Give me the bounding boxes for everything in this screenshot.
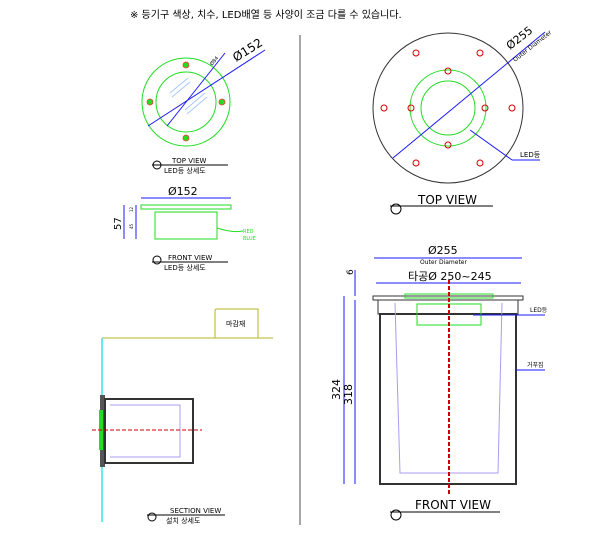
dim-caption: Outer Diameter xyxy=(420,259,467,266)
dim-text: Ø152 xyxy=(168,185,198,198)
view-subtitle: LED등 상세도 xyxy=(164,166,206,175)
led-label: LED등 xyxy=(530,307,548,314)
view-subtitle: LED등 상세도 xyxy=(164,263,206,272)
view-title: FRONT VIEW xyxy=(168,254,212,262)
dim-text: Ø84 xyxy=(208,55,220,67)
dim-text: 12 xyxy=(129,206,134,212)
view-title: SECTION VIEW xyxy=(170,507,221,515)
led-label: LED등 xyxy=(520,151,541,159)
view-subtitle: 설치 상세도 xyxy=(166,516,201,525)
dim-text: 318 xyxy=(342,384,355,405)
top-view-large: Ø255 Outer Diameter LED등 TOP VIEW xyxy=(372,24,554,215)
top-view-small: Ø152 Ø84 TOP VIEW LED등 상세도 xyxy=(141,36,266,175)
dim-text: 324 xyxy=(330,379,343,400)
note-text: ※ 등기구 색상, 치수, LED배열 등 사양이 조금 다를 수 있습니다. xyxy=(130,9,402,21)
front-view-large: Ø255 Outer Diameter 타공Ø 250~245 324 318 … xyxy=(330,244,548,521)
wire-label: RED xyxy=(243,229,254,235)
wire-label: BLUE xyxy=(243,236,256,242)
dim-text: 타공Ø 250~245 xyxy=(408,270,492,283)
dim-text: Ø255 xyxy=(428,244,458,257)
dim-text: 57 xyxy=(113,217,124,230)
dim-text: 45 xyxy=(129,223,134,229)
dim-text: 6 xyxy=(346,269,356,275)
finish-label: 마감재 xyxy=(226,319,245,328)
formwork-label: 거푸집 xyxy=(527,361,544,369)
front-view-small: Ø152 57 12 45 RED BLUE FRONT VIEW LED등 상… xyxy=(113,185,256,272)
section-view: 마감재 SECTION VIEW 설치 상세도 xyxy=(92,308,273,525)
dim-text: Ø152 xyxy=(230,36,265,65)
view-title: TOP VIEW xyxy=(171,157,207,165)
view-title: FRONT VIEW xyxy=(415,498,491,512)
view-title: TOP VIEW xyxy=(417,193,477,207)
